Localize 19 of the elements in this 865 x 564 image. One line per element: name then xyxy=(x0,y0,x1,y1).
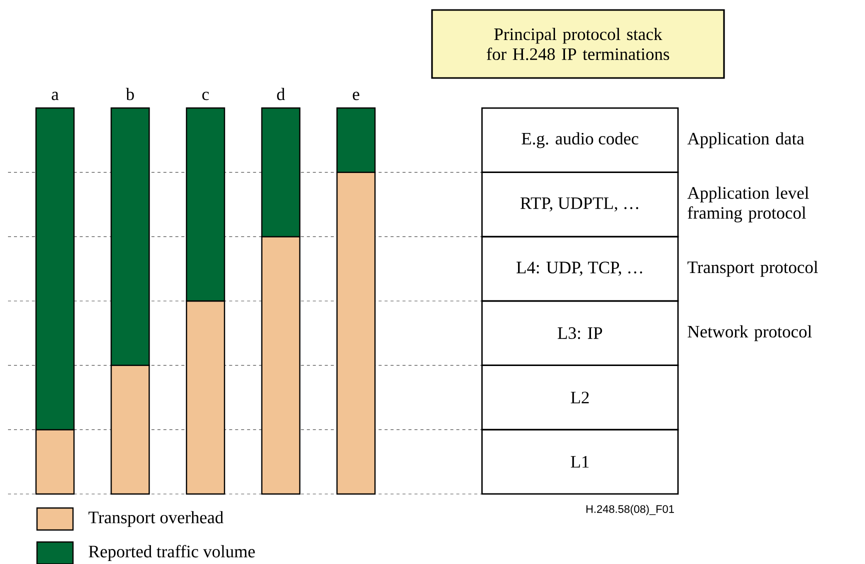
bar-label: a xyxy=(52,92,59,100)
layer-description: Network protocol xyxy=(688,325,812,342)
layer-box: E.g. audio codec xyxy=(481,107,679,174)
layer-box: RTP, UDPTL, … xyxy=(481,172,679,238)
bar-label: e xyxy=(352,92,360,100)
layer-description: Application data xyxy=(687,132,804,148)
layer-description: Transport protocol xyxy=(688,260,818,277)
layer-box: L4: UDP, TCP, … xyxy=(481,236,679,302)
layer-box: L2 xyxy=(481,364,679,430)
legend-label: Reported traffic volume xyxy=(88,545,255,561)
figure-code: H.248.58(08)_F01 xyxy=(586,504,674,516)
bar-label: c xyxy=(202,92,209,100)
bar-label: d xyxy=(277,88,285,100)
legend-label: Transport overhead xyxy=(88,511,224,527)
bar-label: b xyxy=(126,88,134,100)
layer-box: L3: IP xyxy=(481,300,679,366)
title-box: Principal protocol stack for H.248 IP terminations xyxy=(431,9,725,79)
layer-description: Application level framing protocol xyxy=(687,186,809,222)
layer-box: L1 xyxy=(481,428,679,495)
